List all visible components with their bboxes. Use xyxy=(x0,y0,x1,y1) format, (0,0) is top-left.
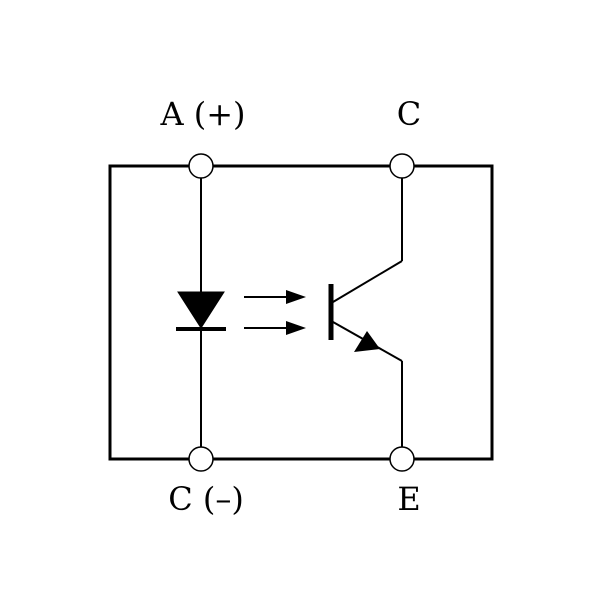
package-outline xyxy=(108,164,494,461)
led-diode-triangle xyxy=(177,291,225,329)
terminal-collector xyxy=(389,153,415,179)
light-arrow-top-head xyxy=(286,290,306,304)
terminal-emitter xyxy=(389,446,415,472)
label-emitter: E xyxy=(397,480,420,518)
transistor-emitter-arrow-icon xyxy=(354,331,380,352)
terminal-cathode xyxy=(188,446,214,472)
label-collector: C xyxy=(397,95,421,133)
label-cathode: C (–) xyxy=(168,480,244,518)
light-arrow-bottom-head xyxy=(286,321,306,335)
label-anode: A (+) xyxy=(159,95,245,133)
transistor-collector-lead xyxy=(332,260,403,303)
terminal-anode xyxy=(188,153,214,179)
light-arrows xyxy=(244,290,306,335)
